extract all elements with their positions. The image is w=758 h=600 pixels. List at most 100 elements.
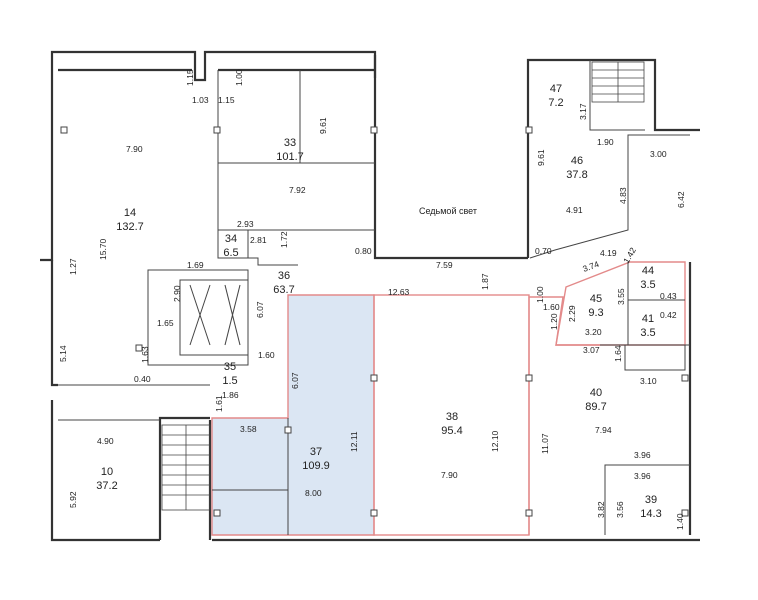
dimension: 3.07	[583, 345, 600, 355]
room-number: 47	[550, 83, 562, 95]
dimension: 1.60	[258, 350, 275, 360]
dimension: 2.81	[250, 235, 267, 245]
dimension: 8.00	[305, 488, 322, 498]
dimension: 1.00	[535, 286, 545, 303]
dimension: 1.00	[234, 69, 244, 86]
dimension: 12.10	[490, 430, 500, 452]
room-number: 36	[278, 270, 290, 282]
room-area: 6.5	[223, 247, 238, 259]
dimension: 3.74	[581, 259, 600, 274]
room-number: 41	[642, 313, 654, 325]
room-number: 14	[124, 207, 136, 219]
dimension: 7.92	[289, 185, 306, 195]
dimension: 3.96	[634, 450, 651, 460]
dimension: 0.43	[660, 291, 677, 301]
room-area: 7.2	[548, 97, 563, 109]
dimension: 1.87	[480, 273, 490, 290]
interior-walls	[58, 60, 690, 535]
dimension: 3.17	[578, 103, 588, 120]
dimension: 1.64	[613, 345, 623, 362]
room-area: 132.7	[116, 221, 144, 233]
dimension: 2.29	[567, 305, 577, 322]
room-area: 9.3	[588, 307, 603, 319]
dimension: 1.40	[675, 513, 685, 530]
dimension: 1.65	[157, 318, 174, 328]
dimension: 4.90	[97, 436, 114, 446]
dimension: 9.61	[318, 117, 328, 134]
dimension: 2.90	[172, 285, 182, 302]
dimension: 1.15	[218, 95, 235, 105]
room-number: 37	[310, 446, 322, 458]
space-label: Седьмой свет	[419, 206, 477, 216]
room-area: 37.8	[566, 169, 587, 181]
dimension: 1.90	[597, 137, 614, 147]
dimension: 1.60	[543, 302, 560, 312]
dimension: 6.42	[676, 191, 686, 208]
dimension: 5.92	[68, 491, 78, 508]
dimension: 1.86	[222, 390, 239, 400]
dimension: 0.70	[535, 246, 552, 256]
dimension: 12.63	[388, 287, 410, 297]
room-area: 95.4	[441, 425, 462, 437]
dimension: 1.27	[68, 258, 78, 275]
room-area: 109.9	[302, 460, 330, 472]
dimension: 3.00	[650, 149, 667, 159]
dimension: 1.63	[140, 346, 150, 363]
dimension: 6.07	[290, 372, 300, 389]
room-area: 3.5	[640, 279, 655, 291]
room-area: 1.5	[222, 375, 237, 387]
columns	[60, 126, 689, 517]
room-number: 46	[571, 155, 583, 167]
dimension: 7.90	[126, 144, 143, 154]
dimension: 11.07	[540, 433, 550, 454]
dimension: 0.42	[660, 310, 677, 320]
dimension: 1.61	[214, 395, 224, 412]
room-number: 33	[284, 137, 296, 149]
dimension: 4.19	[600, 248, 617, 258]
room-number: 40	[590, 387, 602, 399]
dimension: 3.58	[240, 424, 257, 434]
room-number: 35	[224, 361, 236, 373]
stair-symbol	[161, 61, 645, 511]
dimension: 3.55	[616, 288, 626, 305]
dimension: 5.14	[58, 345, 68, 362]
dimension: 1.72	[279, 231, 289, 248]
dimension: 7.59	[436, 260, 453, 270]
dimension: 7.94	[595, 425, 612, 435]
dimension: 6.07	[255, 301, 265, 318]
room-area: 89.7	[585, 401, 606, 413]
dimension: 3.96	[634, 471, 651, 481]
room-area: 63.7	[273, 284, 294, 296]
room-number: 39	[645, 494, 657, 506]
dimension: 1.20	[549, 313, 559, 330]
dimension: 1.03	[192, 95, 209, 105]
dimension: 12.11	[349, 431, 359, 452]
dimension: 3.82	[596, 501, 606, 518]
room-number: 38	[446, 411, 458, 423]
room-number: 44	[642, 265, 654, 277]
dimension: 3.20	[585, 327, 602, 337]
room-45-outline	[555, 261, 686, 346]
dimension: 3.56	[615, 501, 625, 518]
dimension: 4.91	[566, 205, 583, 215]
room-number: 34	[225, 233, 237, 245]
room-area: 37.2	[96, 480, 117, 492]
dimension: 15.70	[98, 238, 108, 260]
dimension: 4.83	[618, 187, 628, 204]
dimension: 1.69	[187, 260, 204, 270]
dimension: 0.40	[134, 374, 151, 384]
room-number: 45	[590, 293, 602, 305]
room-area: 14.3	[640, 508, 661, 520]
dimension: 1.15	[185, 69, 195, 86]
room-area: 3.5	[640, 327, 655, 339]
dimension: 9.61	[536, 149, 546, 166]
dimension: 7.90	[441, 470, 458, 480]
room-area: 101.7	[276, 151, 304, 163]
dimension: 2.93	[237, 219, 254, 229]
room-number: 10	[101, 466, 113, 478]
dimension: 3.10	[640, 376, 657, 386]
room-labels: 14 132.7 33 101.7 34 6.5 36 63.7 35 1.5 …	[96, 83, 661, 520]
dimension: 0.80	[355, 246, 372, 256]
outer-walls	[40, 50, 700, 542]
